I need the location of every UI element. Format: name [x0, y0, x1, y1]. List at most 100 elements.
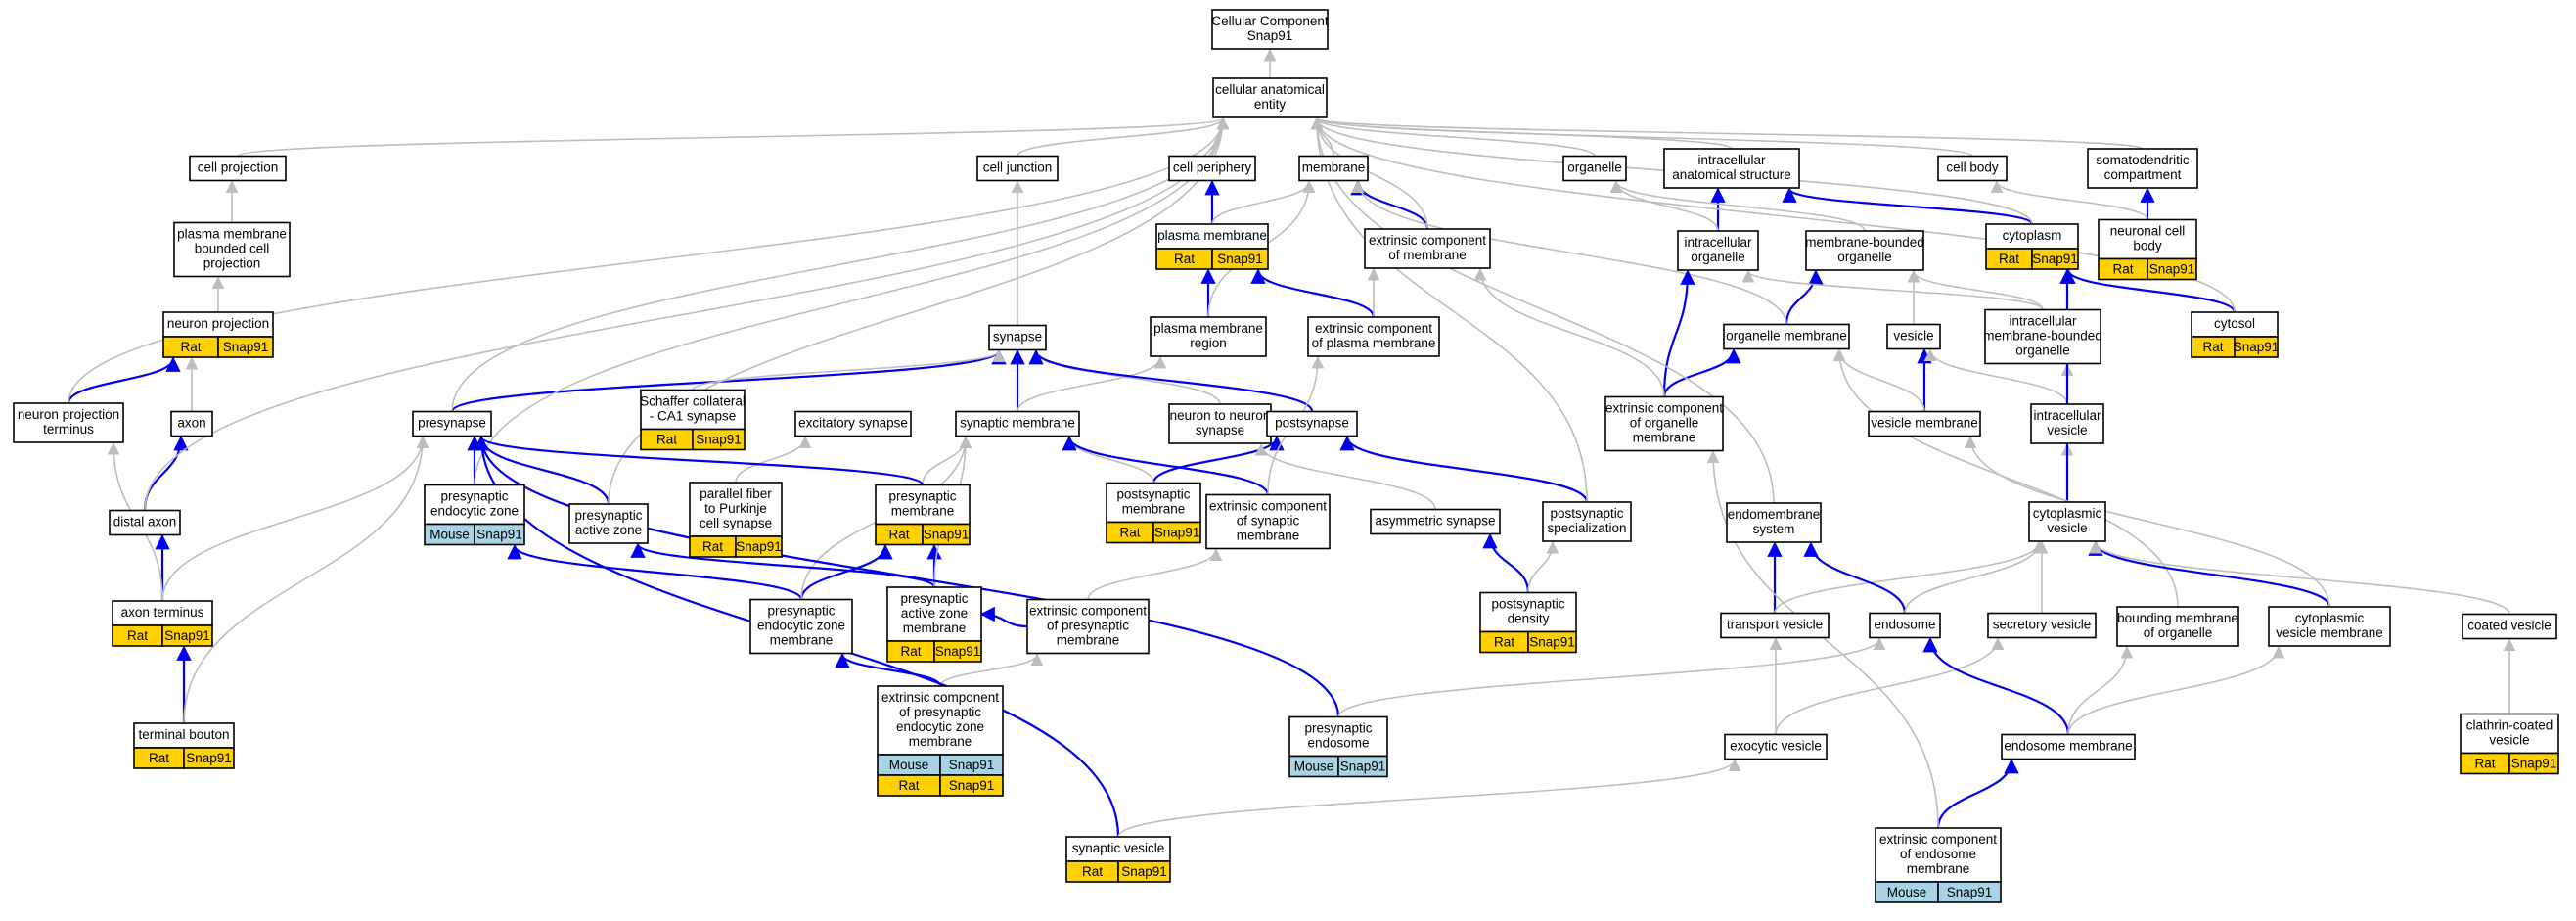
term-box	[2087, 148, 2198, 189]
go-term-endosome: endosome	[1869, 612, 1941, 639]
term-box	[1869, 612, 1941, 639]
gene-cell	[474, 523, 525, 546]
term-label: extrinsic component	[1879, 832, 1997, 847]
term-box	[2030, 403, 2104, 444]
term-label: plasma membrane	[177, 227, 287, 242]
gene-cell	[692, 428, 746, 451]
species-label: Rat	[1494, 635, 1514, 650]
gene-cell	[735, 535, 783, 558]
edge-orgmem-to-membrane	[1351, 180, 1787, 325]
term-label: clathrin-coated	[2466, 718, 2553, 733]
edge-presynendo-to-endosome	[1337, 637, 1886, 717]
term-box	[1168, 403, 1272, 444]
term-label: of endosome	[1900, 847, 1976, 861]
gene-cell	[217, 336, 274, 358]
edge-ecpmem-to-plasmamem	[1250, 268, 1376, 318]
species-label: Rat	[898, 778, 919, 793]
term-label: membrane-bounded	[1983, 329, 2102, 344]
term-box	[1720, 612, 1830, 639]
go-term-transves: transport vesicle	[1720, 612, 1830, 639]
term-box	[2191, 311, 2279, 338]
term-box	[1875, 827, 2002, 883]
term-box	[1677, 230, 1759, 271]
species-label: Mouse	[889, 758, 929, 772]
term-label: membrane	[1633, 431, 1696, 445]
term-label: plasma membrane	[1157, 228, 1267, 243]
go-term-distalaxon: distal axon	[109, 509, 181, 536]
term-label: vesicle	[2489, 733, 2529, 748]
term-label: body	[2133, 239, 2162, 253]
term-label: neuron to neuron	[1170, 408, 1271, 423]
gene-cell	[1337, 755, 1388, 778]
edge-pss-to-postsynapse	[1339, 435, 1589, 503]
go-term-organelle: organelle	[1562, 155, 1627, 182]
edge-orgmem-to-mbo	[1785, 269, 1824, 325]
go-term-membrane: membrane	[1298, 155, 1369, 182]
term-label: endosome membrane	[2004, 739, 2132, 754]
term-label: system	[1753, 522, 1795, 536]
term-label: presynaptic	[888, 489, 956, 504]
term-label: postsynaptic	[1116, 487, 1190, 502]
edge-endosome-to-endosys	[1803, 541, 1907, 614]
species-label: Rat	[127, 628, 148, 643]
term-box	[2460, 713, 2559, 755]
term-box	[1805, 230, 1924, 271]
edge-endomem-to-cvm	[2067, 645, 2285, 735]
term-label: cell junction	[983, 161, 1053, 175]
term-label: endosome	[1874, 618, 1935, 632]
gene-cell	[1937, 881, 2002, 903]
gene-cell	[2234, 336, 2279, 358]
term-box	[2462, 613, 2557, 640]
term-label: extrinsic component	[881, 690, 999, 705]
edge-endosome-to-cytoves	[1904, 540, 2046, 614]
species-label: Rat	[888, 528, 909, 542]
term-label: vesicle	[1893, 329, 1933, 344]
species-label: Mouse	[429, 528, 470, 542]
edge-ecmem-to-cae	[1310, 116, 1428, 230]
gene-cell	[2147, 257, 2197, 281]
edge-bmo-to-orgmem	[1832, 348, 2179, 608]
term-box	[1663, 148, 1800, 189]
term-label: membrane	[903, 621, 967, 635]
term-label: projection	[203, 256, 261, 271]
term-label: compartment	[2104, 167, 2182, 182]
term-box	[2116, 606, 2239, 647]
term-box	[189, 155, 287, 182]
term-label: vesicle membrane	[2276, 625, 2383, 640]
term-label: active zone	[901, 606, 968, 621]
term-box	[1211, 9, 1329, 50]
term-label: cytoplasmic	[2033, 506, 2102, 521]
term-label: presynaptic	[574, 508, 642, 523]
term-label: presynaptic	[1304, 721, 1372, 736]
term-label: organelle membrane	[1726, 329, 1847, 344]
go-term-exoves: exocytic vesicle	[1724, 733, 1828, 760]
gene-cell	[1117, 860, 1171, 883]
term-label: density	[1508, 612, 1550, 626]
go-term-synmem: synaptic membrane	[955, 410, 1080, 437]
term-label: synapse	[1196, 423, 1244, 437]
term-box	[170, 410, 213, 437]
term-label: extrinsic component	[1369, 233, 1486, 248]
term-box	[1723, 323, 1850, 350]
term-box	[1168, 155, 1256, 182]
